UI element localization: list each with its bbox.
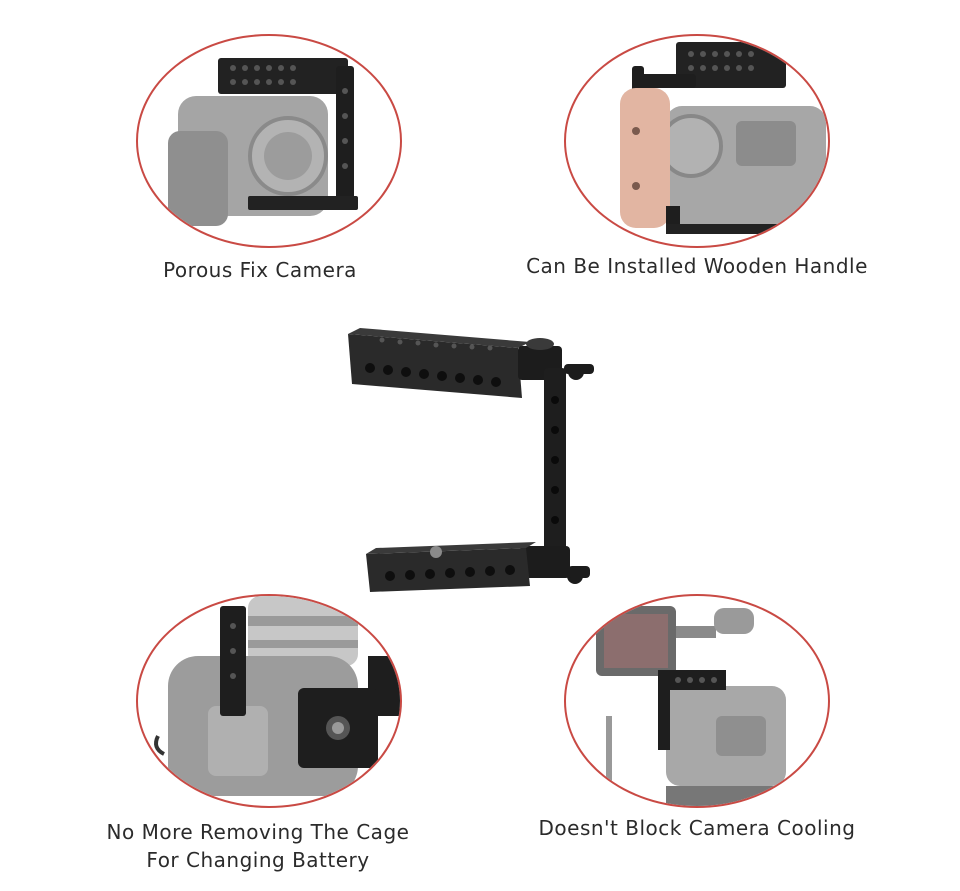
wooden-handle-icon xyxy=(620,42,826,234)
feature-caption: Can Be Installed Wooden Handle xyxy=(510,252,884,280)
feature-image-frame xyxy=(564,34,830,248)
feature-caption: Doesn't Block Camera Cooling xyxy=(510,814,884,842)
feature-image-frame xyxy=(136,34,402,248)
monitor-icon xyxy=(596,606,806,806)
camera-cage-product xyxy=(330,320,630,620)
feature-caption: Porous Fix Camera xyxy=(136,256,384,284)
feature-caption: No More Removing The Cage For Changing B… xyxy=(90,818,426,874)
caption-line: Porous Fix Camera xyxy=(163,258,357,282)
caption-line: Can Be Installed Wooden Handle xyxy=(526,254,868,278)
feature-image-frame xyxy=(564,594,830,808)
caption-line: For Changing Battery xyxy=(146,848,370,872)
feature-image-frame xyxy=(136,594,402,808)
battery-door-icon xyxy=(154,596,400,796)
caption-line: No More Removing The Cage xyxy=(106,820,410,844)
camera-cage-icon xyxy=(348,328,594,592)
camera-cage-icon xyxy=(168,58,358,226)
caption-line: Doesn't Block Camera Cooling xyxy=(538,816,856,840)
